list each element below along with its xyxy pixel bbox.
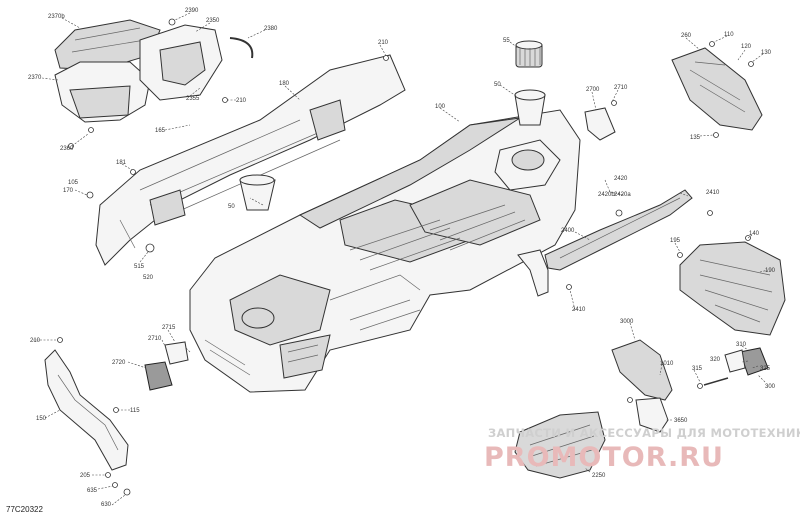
- callout-2420: 2420: [614, 176, 628, 182]
- callout-260: 260: [681, 33, 692, 39]
- callout-520: 520: [143, 275, 154, 281]
- callout-2350: 2350: [206, 18, 220, 24]
- right-upper-part: [671, 47, 763, 131]
- callout-210-b: 210: [378, 40, 389, 46]
- callout-2720: 2720: [112, 360, 126, 366]
- leader-lines: [33, 12, 769, 506]
- callout-55: 55: [503, 38, 510, 44]
- callout-140: 140: [749, 231, 760, 237]
- callout-3000: 3000: [620, 319, 634, 325]
- callout-2355: 2355: [186, 96, 200, 102]
- lower-right-parts: [514, 339, 769, 479]
- callout-210-c: 210: [30, 338, 41, 344]
- callout-150: 150: [36, 416, 47, 422]
- callout-635: 635: [87, 488, 98, 494]
- right-rail: [517, 107, 693, 297]
- dashboard-main-body: [189, 109, 581, 393]
- upper-left-covers: [54, 19, 254, 123]
- callout-310: 310: [736, 342, 747, 348]
- callout-300: 300: [765, 384, 776, 390]
- callout-2400: 2400: [561, 228, 575, 234]
- callout-2410-a: 2410: [706, 190, 720, 196]
- hardware: [57, 18, 754, 496]
- callout-2420a: 2420a: [614, 192, 631, 198]
- callout-130: 130: [761, 50, 772, 56]
- callout-2710-b: 2710: [148, 336, 162, 342]
- left-small-brackets: [144, 341, 189, 391]
- left-upper-frame: [95, 54, 406, 266]
- callout-2715: 2715: [162, 325, 176, 331]
- callout-180: 180: [279, 81, 290, 87]
- callout-210-a: 210: [236, 98, 247, 104]
- callout-2380: 2380: [264, 26, 278, 32]
- callout-2420b: 2420b: [598, 192, 615, 198]
- watermark-tagline: ЗАПЧАСТИ И АКСЕССУАРЫ ДЛЯ МОТОТЕХНИКИ: [488, 426, 800, 440]
- callout-2710-a: 2710: [614, 85, 628, 91]
- callout-50-a: 50: [494, 82, 501, 88]
- callout-1010: 1010: [660, 361, 674, 367]
- callout-630: 630: [101, 502, 112, 508]
- callout-205: 205: [80, 473, 91, 479]
- callout-320: 320: [710, 357, 721, 363]
- callout-50-b: 50: [228, 204, 235, 210]
- diagram-code: 77C20322: [6, 505, 43, 514]
- right-lower-panel: [679, 241, 786, 336]
- watermark-brand: PROMOTOR.RU: [484, 442, 724, 473]
- callout-2700-a: 2700: [586, 87, 600, 93]
- callout-515: 515: [134, 264, 145, 270]
- callout-2250: 2250: [592, 473, 606, 479]
- callout-2370: 2370: [28, 75, 42, 81]
- callout-2360: 2360: [60, 146, 74, 152]
- callout-100: 100: [435, 104, 446, 110]
- cup-holders: [239, 40, 546, 211]
- callout-190: 190: [765, 268, 776, 274]
- callout-2370b: 2370b: [48, 14, 65, 20]
- callout-3650: 3650: [674, 418, 688, 424]
- callout-165: 165: [155, 128, 166, 134]
- callout-labels: 2370b 2390 2350 2380 2370 2355 210 210 1…: [28, 8, 776, 508]
- watermark: ЗАПЧАСТИ И АКСЕССУАРЫ ДЛЯ МОТОТЕХНИКИ PR…: [484, 426, 800, 473]
- left-side-bracket: [44, 349, 129, 471]
- callout-170: 170: [63, 188, 74, 194]
- callout-2390: 2390: [185, 8, 199, 14]
- callout-120: 120: [741, 44, 752, 50]
- callout-2410-b: 2410: [572, 307, 586, 313]
- callout-135: 135: [690, 135, 701, 141]
- callout-325: 325: [760, 366, 771, 372]
- callout-315: 315: [692, 366, 703, 372]
- callout-110: 110: [724, 32, 734, 38]
- callout-195: 195: [670, 238, 681, 244]
- callout-105: 105: [68, 180, 79, 186]
- callout-115: 115: [130, 408, 140, 414]
- callout-181: 181: [116, 160, 127, 166]
